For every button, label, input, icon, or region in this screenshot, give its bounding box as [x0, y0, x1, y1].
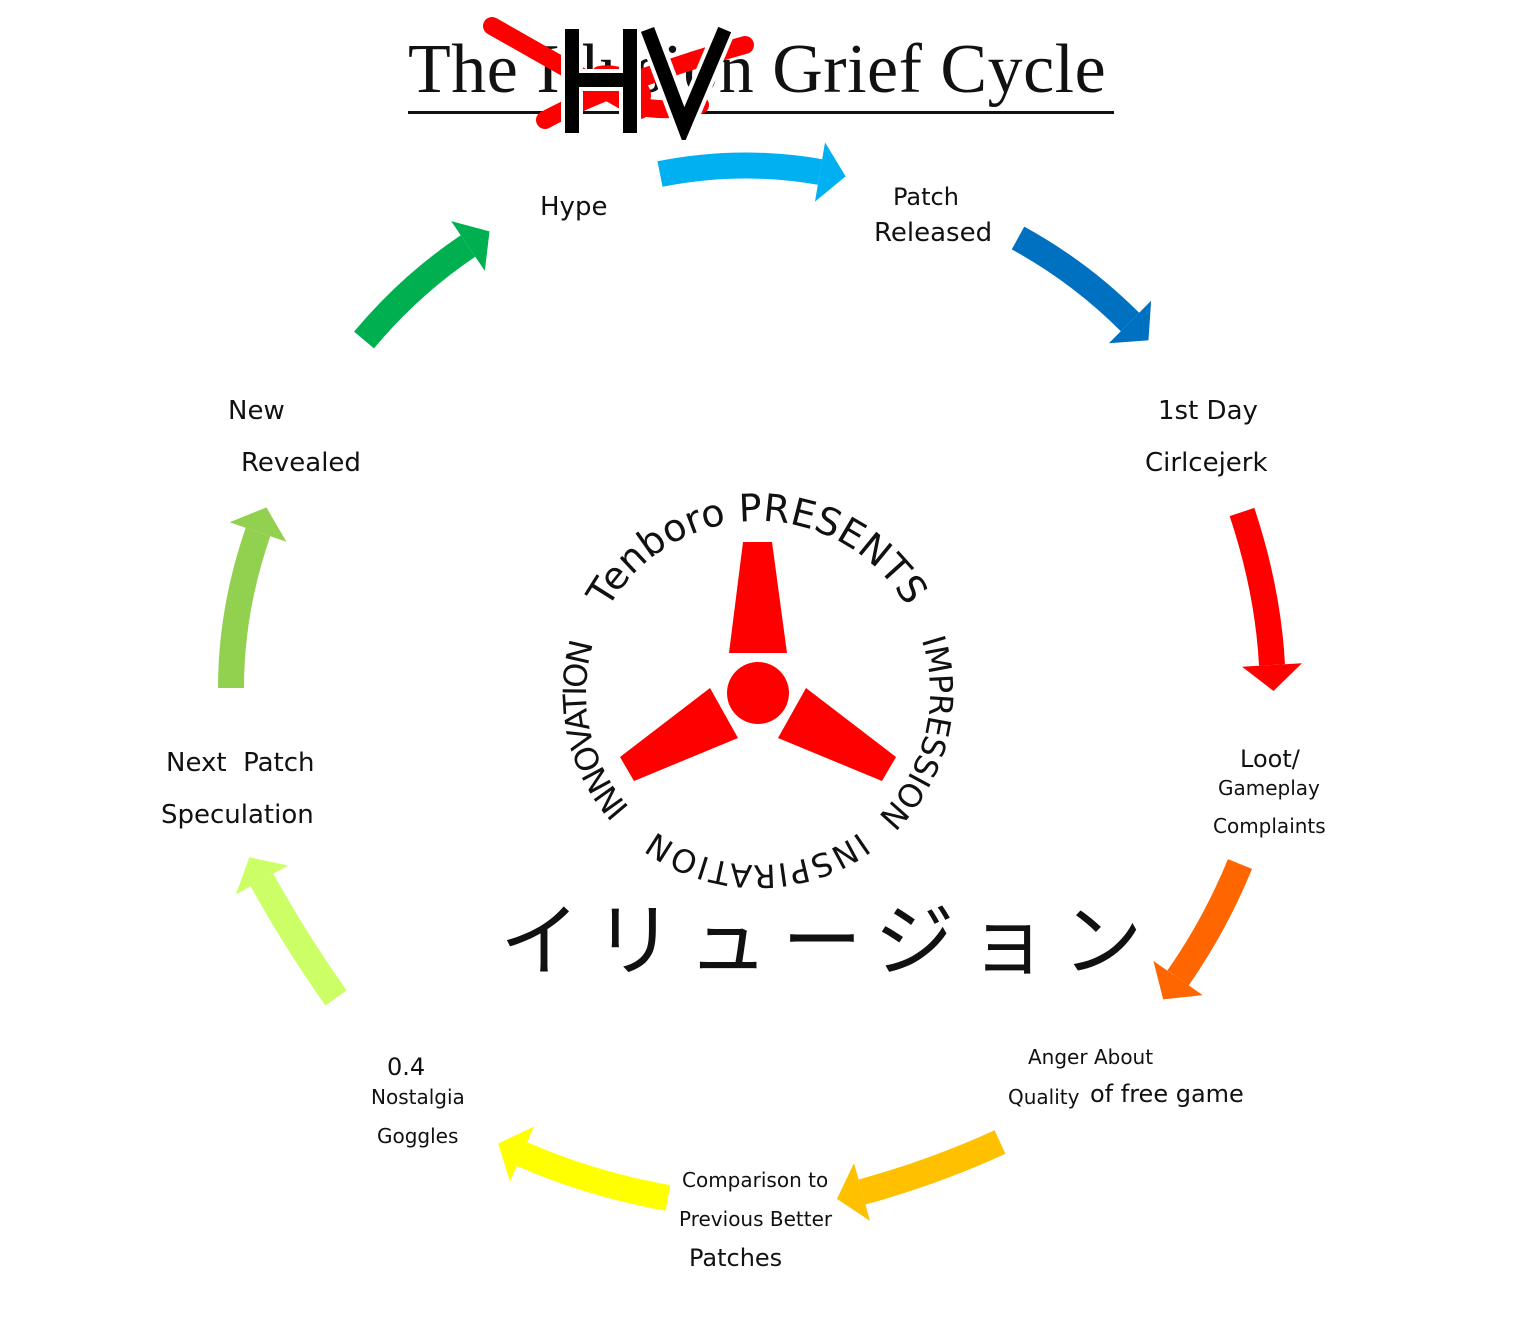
stage-loot-line2: Gameplay — [1218, 776, 1320, 800]
stage-new-revealed-line1: New — [228, 396, 285, 426]
propeller-blade-right — [778, 688, 896, 781]
arrow-comparison-to-nostalgia — [516, 1142, 671, 1211]
arrow-head-icon — [836, 1163, 870, 1221]
arrow-speculation-to-new — [218, 527, 271, 689]
logo-text-left: INNOVATION — [556, 636, 636, 827]
stage-new-revealed-line2: Revealed — [241, 448, 361, 478]
arrow-head-icon — [498, 1126, 535, 1182]
stage-patch-released-line2: Released — [874, 218, 993, 248]
logo-text-right: IMPRESSION — [872, 631, 960, 837]
strike-scribble — [483, 17, 754, 129]
stage-loot-line3: Complaints — [1213, 814, 1326, 838]
stage-anger-line3: of free game — [1090, 1080, 1244, 1108]
propeller-logo — [620, 542, 896, 781]
stage-speculation-line2: Speculation — [161, 800, 314, 830]
arrow-patch-to-firstday — [1011, 226, 1140, 332]
title-underline — [408, 111, 1114, 114]
stage-nostalgia-line3: Goggles — [377, 1124, 459, 1148]
arrow-head-icon — [1153, 960, 1203, 1000]
propeller-hub — [727, 662, 789, 724]
arrow-head-icon — [1242, 663, 1302, 691]
arrow-firstday-to-loot — [1229, 507, 1285, 666]
cycle-arrows — [218, 152, 1285, 1211]
arrow-head-icon — [229, 507, 287, 542]
stage-comparison-line1: Comparison to — [682, 1168, 829, 1192]
arrow-nostalgia-to-speculation — [250, 873, 347, 1006]
stage-patch-released-line1: Patch — [893, 183, 959, 211]
stage-first-day-line1: 1st Day — [1158, 396, 1258, 426]
stage-speculation-line1: Next Patch — [166, 748, 315, 778]
arrow-head-icon — [235, 857, 289, 895]
stage-anger-line1: Anger About — [1028, 1045, 1154, 1069]
arrow-head-icon — [1108, 300, 1152, 344]
arrow-heads — [229, 142, 1302, 1221]
arrow-loot-to-anger — [1167, 859, 1253, 986]
arrow-head-icon — [814, 142, 846, 202]
logo-japanese-text: イリュージョン — [500, 895, 1157, 988]
logo-text-bottom: INSPIRATION — [639, 825, 876, 896]
stage-comparison-line2: Previous Better — [679, 1207, 833, 1231]
propeller-blade-top — [729, 542, 787, 653]
arrow-new-to-hype — [354, 235, 476, 349]
stage-anger-line2: Quality — [1008, 1085, 1080, 1109]
stage-first-day-line2: Cirlcejerk — [1145, 448, 1268, 478]
stage-nostalgia-line2: Nostalgia — [371, 1085, 465, 1109]
arrow-hype-to-patch — [657, 152, 823, 187]
stage-nostalgia-line1: 0.4 — [387, 1053, 426, 1081]
arrow-head-icon — [451, 221, 490, 271]
stage-hype: Hype — [540, 192, 608, 222]
stage-comparison-line3: Patches — [689, 1244, 783, 1272]
arrow-anger-to-comparison — [858, 1130, 1006, 1205]
stage-loot-line1: Loot/ — [1240, 745, 1300, 773]
propeller-blade-left — [620, 688, 738, 781]
